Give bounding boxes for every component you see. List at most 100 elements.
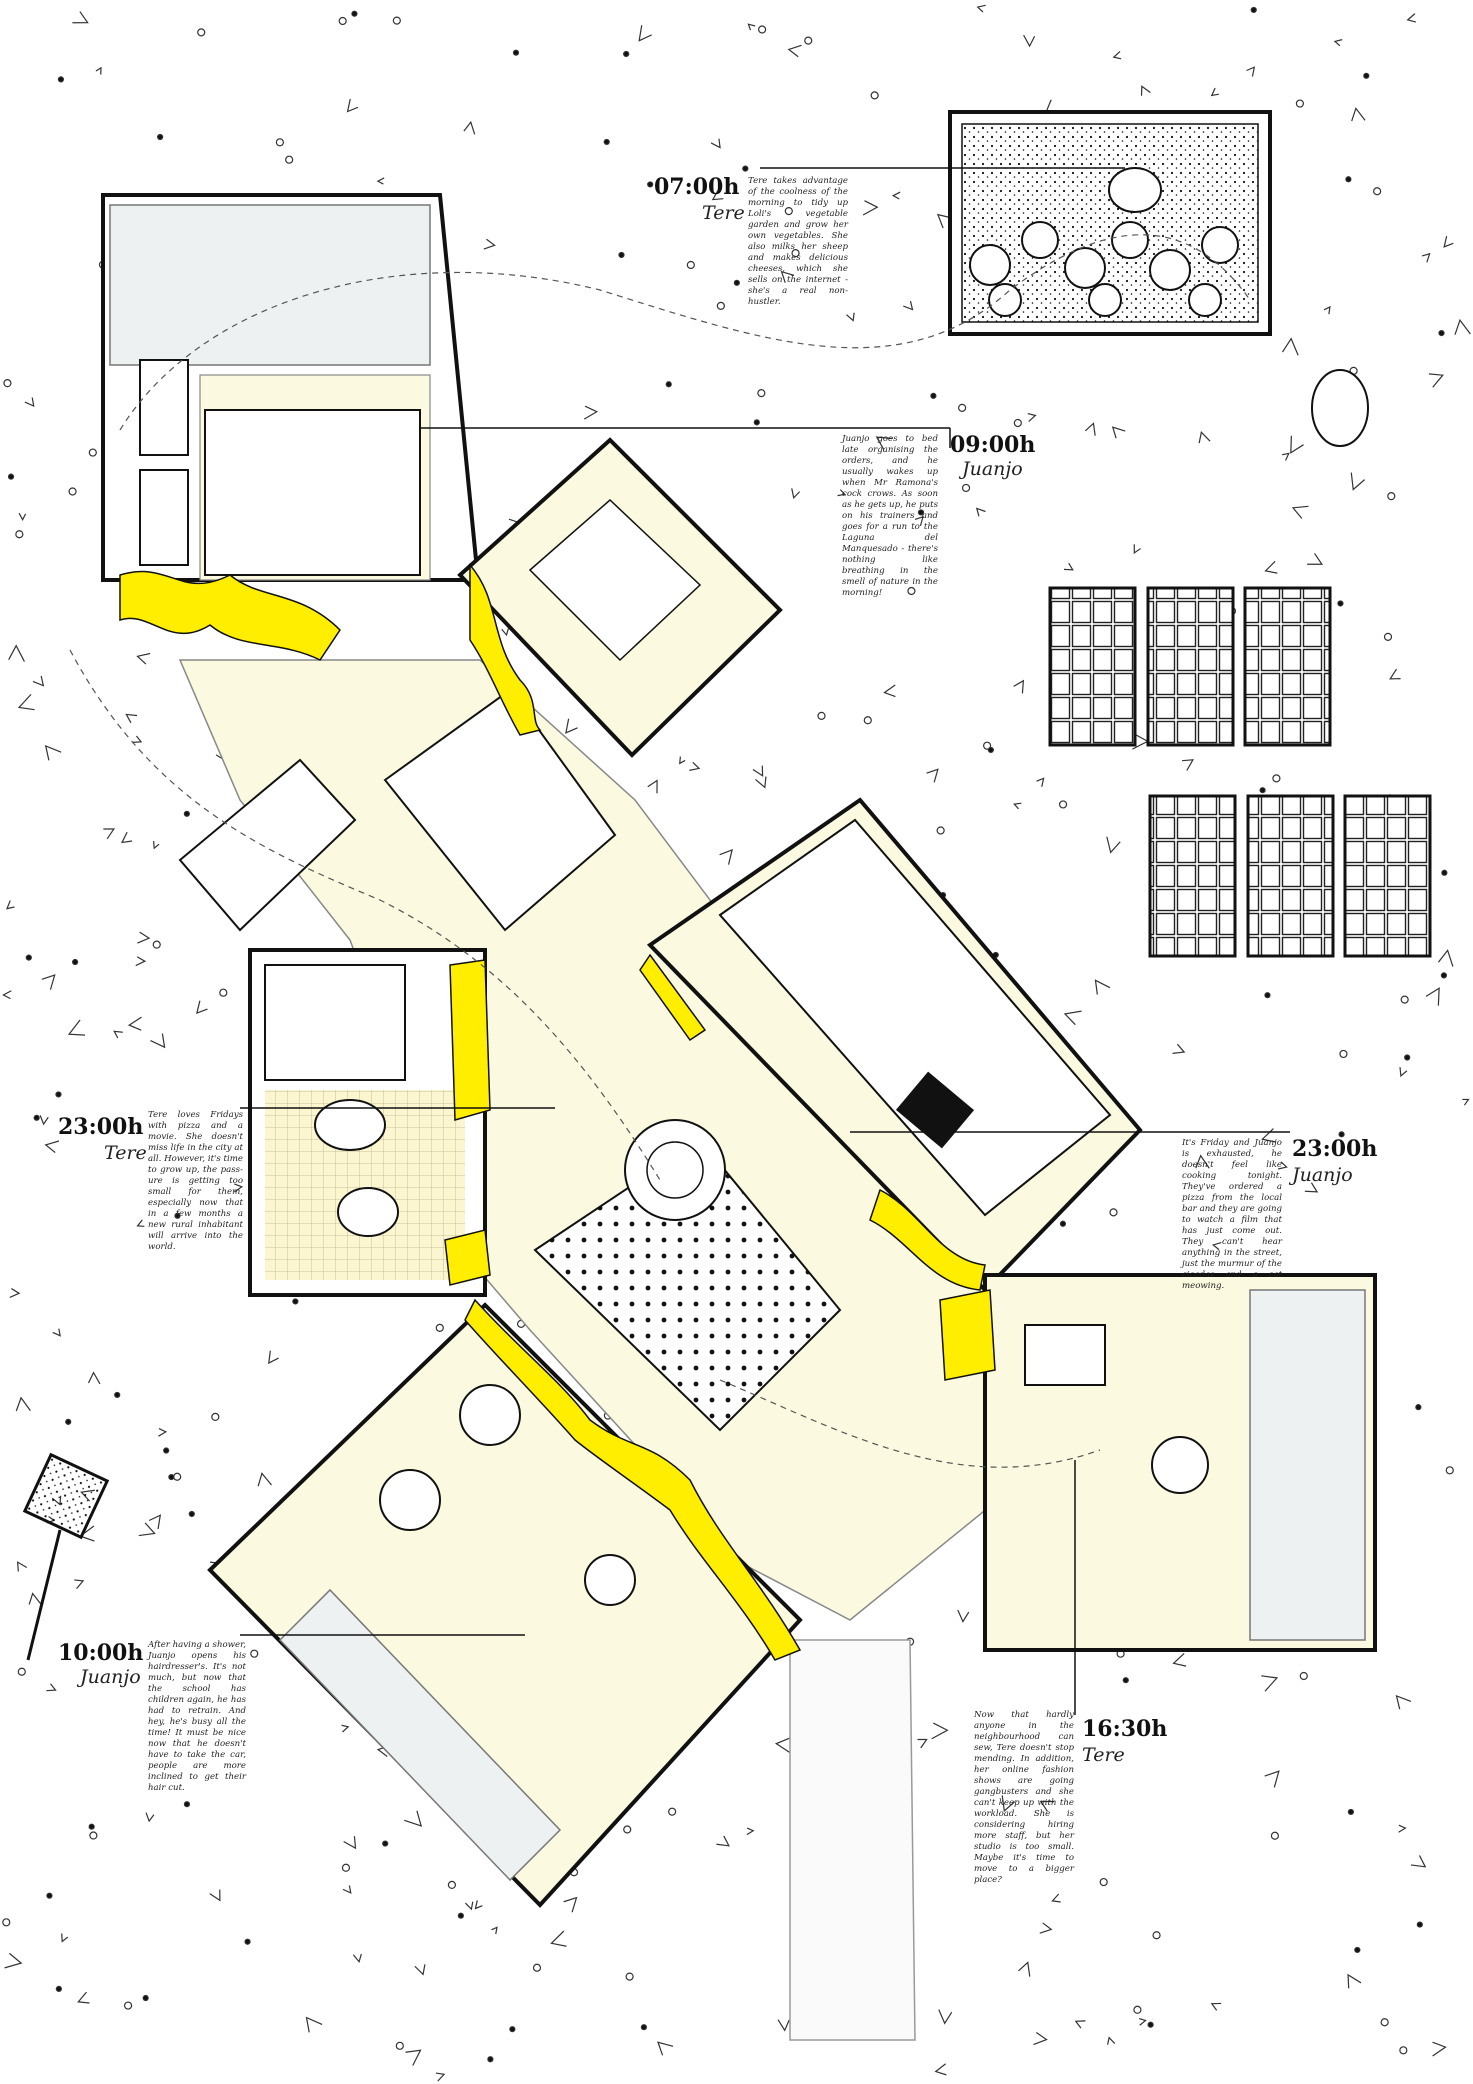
landscape-mark: [352, 1953, 362, 1964]
landscape-mark: [1018, 1961, 1031, 1977]
landscape-mark: [487, 2056, 494, 2063]
landscape-mark: [25, 954, 32, 961]
landscape-mark: [28, 1592, 42, 1605]
landscape-mark: [88, 1823, 95, 1830]
landscape-mark: [957, 1609, 970, 1623]
story-text-1630: Now that hardly anyone in the neighbourh…: [974, 1710, 1074, 1885]
landscape-mark: [777, 2019, 790, 2032]
landscape-mark: [1259, 787, 1266, 794]
landscape-mark: [1304, 1182, 1319, 1193]
landscape-mark: [1421, 252, 1431, 263]
landscape-mark: [1013, 418, 1022, 428]
landscape-mark: [257, 1472, 272, 1487]
landscape-mark: [1264, 992, 1271, 999]
story-text-1000: After having a shower, Juanjo opens his …: [148, 1640, 246, 1793]
landscape-mark: [1383, 632, 1393, 641]
landscape-mark: [1281, 452, 1290, 461]
landscape-mark: [1333, 39, 1343, 47]
landscape-mark: [382, 1840, 389, 1847]
landscape-mark: [565, 718, 578, 734]
landscape-mark: [1410, 1855, 1427, 1868]
landscape-mark: [1074, 2020, 1086, 2029]
landscape-mark: [125, 713, 138, 724]
landscape-mark: [183, 1801, 191, 1808]
landscape-mark: [1425, 987, 1440, 1006]
landscape-mark: [168, 1473, 175, 1481]
landscape-mark: [142, 1994, 149, 2002]
landscape-mark: [173, 1472, 182, 1481]
landscape-mark: [862, 200, 879, 216]
landscape-mark: [1001, 1795, 1016, 1813]
closet-room: [457, 437, 783, 758]
landscape-mark: [1264, 560, 1278, 574]
landscape-mark: [87, 1371, 101, 1385]
landscape-mark: [74, 1579, 85, 1589]
landscape-mark: [2, 1918, 11, 1927]
landscape-mark: [4, 1952, 23, 1969]
landscape-mark: [640, 2024, 647, 2031]
landscape-mark: [1013, 679, 1025, 694]
landscape-mark: [3, 379, 12, 388]
landscape-mark: [1039, 1922, 1053, 1934]
landscape-mark: [1270, 1831, 1280, 1840]
landscape-mark: [603, 138, 610, 146]
landscape-mark: [1295, 99, 1304, 108]
landscape-mark: [623, 50, 630, 58]
landscape-mark: [1454, 318, 1471, 335]
entrance-path: [789, 1639, 916, 2041]
landscape-mark: [752, 765, 764, 777]
landscape-mark: [1278, 1161, 1288, 1170]
landscape-mark: [234, 1183, 244, 1193]
landscape-mark: [509, 2026, 516, 2033]
landscape-mark: [1036, 777, 1045, 787]
landscape-mark: [39, 1115, 49, 1126]
landscape-mark: [689, 761, 701, 771]
signpost: [22, 1452, 110, 1661]
landscape-mark: [934, 2063, 947, 2076]
landscape-mark: [346, 98, 359, 113]
sewing-studio: [983, 1273, 1377, 1652]
landscape-mark: [414, 1964, 426, 1976]
landscape-mark: [716, 301, 725, 310]
landscape-mark: [1291, 505, 1309, 519]
landscape-mark: [244, 1938, 251, 1945]
landscape-mark: [1290, 435, 1304, 454]
landscape-mark: [679, 756, 686, 765]
landscape-mark: [1387, 492, 1396, 501]
landscape-mark: [447, 1880, 457, 1890]
landscape-mark: [61, 1933, 69, 1943]
landscape-mark: [285, 155, 294, 164]
landscape-mark: [1099, 1877, 1108, 1887]
landscape-mark: [817, 711, 826, 720]
landscape-mark: [1063, 562, 1074, 571]
landscape-mark: [711, 188, 724, 201]
landscape-mark: [1345, 176, 1352, 183]
landscape-mark: [583, 405, 599, 420]
landscape-mark: [638, 25, 653, 42]
landscape-mark: [152, 940, 161, 949]
landscape-mark: [157, 133, 164, 141]
landscape-mark: [57, 76, 65, 83]
landscape-mark: [127, 1016, 142, 1031]
landscape-mark: [351, 10, 358, 17]
landscape-mark: [17, 1667, 26, 1676]
landscape-mark: [342, 1885, 352, 1894]
landscape-mark: [1212, 1242, 1222, 1251]
landscape-mark: [1051, 1893, 1061, 1903]
landscape-mark: [791, 488, 801, 500]
landscape-mark: [89, 1831, 98, 1840]
landscape-mark: [1406, 13, 1417, 23]
landscape-mark: [1373, 187, 1382, 196]
landscape-mark: [52, 1328, 61, 1337]
landscape-mark: [1138, 2018, 1147, 2026]
landscape-mark: [938, 2009, 953, 2025]
landscape-mark: [103, 828, 115, 840]
landscape-mark: [32, 675, 45, 687]
story-text-2300-juanjo: It's Friday and Juanjo is exhausted, he …: [1182, 1138, 1282, 1291]
landscape-mark: [464, 1901, 474, 1911]
landscape-mark: [376, 177, 385, 185]
landscape-mark: [163, 1447, 170, 1454]
landscape-mark: [787, 44, 802, 58]
landscape-mark: [1415, 1404, 1422, 1411]
person-label-1630: Tere: [1082, 1744, 1125, 1766]
